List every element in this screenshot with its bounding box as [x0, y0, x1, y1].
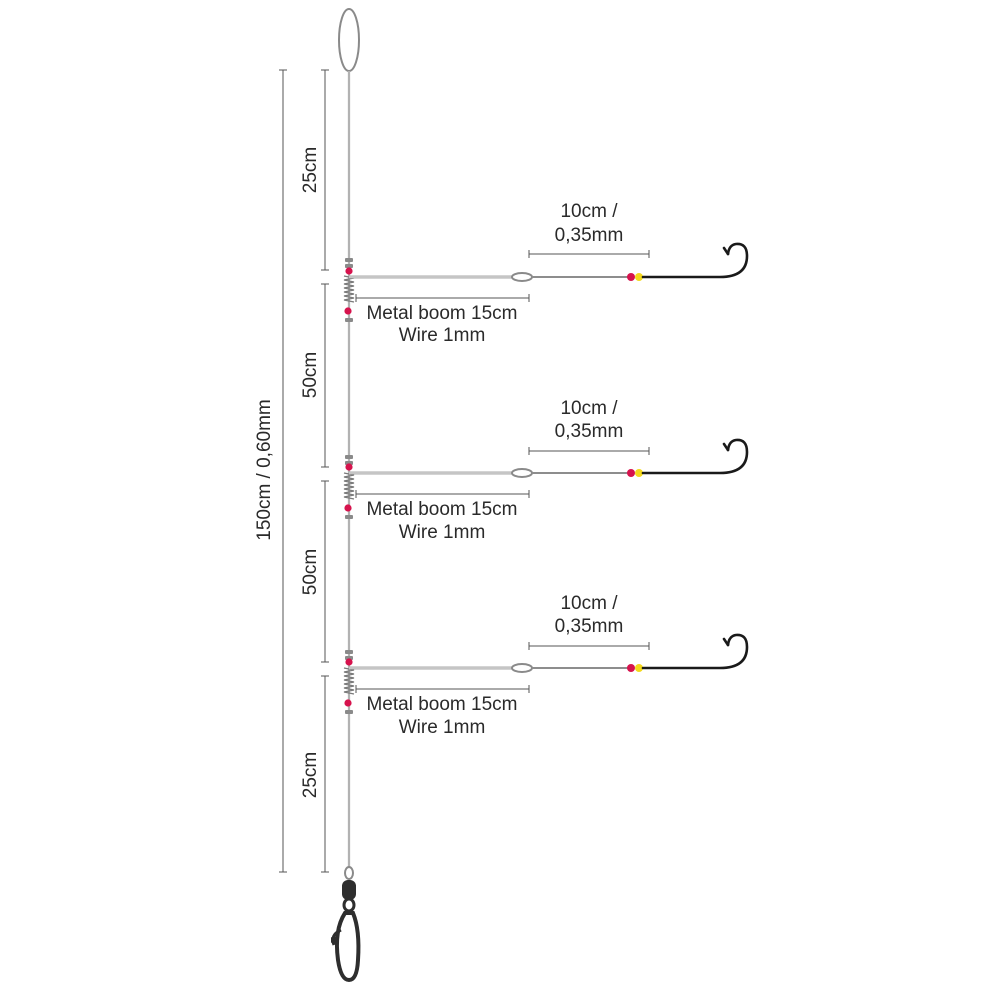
- main-line: [338, 8, 360, 870]
- top-loop-icon: [338, 8, 360, 72]
- bead-icon: [344, 699, 352, 707]
- bead-icon: [635, 273, 643, 281]
- boom-wire-label: Wire 1mm: [399, 325, 486, 346]
- boom-wire-label: Wire 1mm: [399, 522, 486, 543]
- hook-icon: [641, 242, 749, 279]
- section-length-label: 50cm: [300, 549, 321, 595]
- boom-wire-label: Wire 1mm: [399, 717, 486, 738]
- overall-dimension: 150cm / 0,60mm: [254, 69, 287, 873]
- snood-length-label: 10cm /: [560, 593, 618, 614]
- section-length-label: 25cm: [300, 752, 321, 798]
- bead-icon: [627, 273, 635, 281]
- bead-icon: [345, 463, 353, 471]
- snood-length-label: 10cm /: [560, 398, 618, 419]
- section-dimension: 50cm: [300, 480, 329, 663]
- section-length-label: 50cm: [300, 352, 321, 398]
- boom-length-label: Metal boom 15cm: [366, 499, 517, 520]
- branch: 10cm / 0,35mm Metal boom 15cm Wire 1mm: [343, 398, 749, 543]
- snood-diameter-label: 0,35mm: [555, 225, 624, 246]
- boom-length-label: Metal boom 15cm: [366, 303, 517, 324]
- bead-icon: [344, 307, 352, 315]
- section-length-label: 25cm: [300, 147, 321, 193]
- bead-icon: [635, 664, 643, 672]
- hook-icon: [641, 633, 749, 670]
- swivel-snap: [331, 866, 361, 983]
- section-dimension: 25cm: [300, 69, 329, 271]
- snap-icon: [331, 911, 361, 983]
- snood-length-label: 10cm /: [560, 201, 618, 222]
- snood-diameter-label: 0,35mm: [555, 616, 624, 637]
- section-dimension: 25cm: [300, 675, 329, 873]
- snood-diameter-label: 0,35mm: [555, 421, 624, 442]
- bead-icon: [345, 658, 353, 666]
- boom-length-label: Metal boom 15cm: [366, 694, 517, 715]
- branch: 10cm / 0,35mm Metal boom 15cm Wire 1mm: [343, 201, 749, 346]
- overall-length-label: 150cm / 0,60mm: [254, 399, 275, 541]
- section-dimensions: 25cm 50cm 50cm 25cm: [300, 69, 329, 873]
- section-dimension: 50cm: [300, 283, 329, 468]
- bead-icon: [627, 664, 635, 672]
- bead-icon: [345, 267, 353, 275]
- bead-icon: [627, 469, 635, 477]
- branch: 10cm / 0,35mm Metal boom 15cm Wire 1mm: [343, 593, 749, 738]
- hook-icon: [641, 438, 749, 475]
- bead-icon: [344, 504, 352, 512]
- bead-icon: [635, 469, 643, 477]
- swivel-icon: [342, 880, 356, 900]
